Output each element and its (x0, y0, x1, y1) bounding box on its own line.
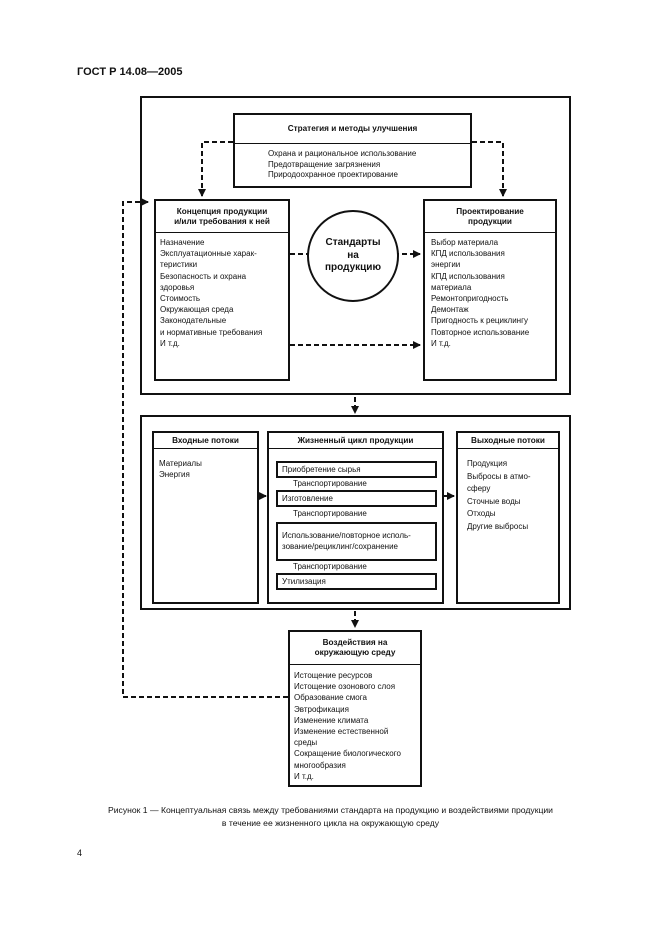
lifecycle-title: Жизненный цикл продукции (269, 433, 442, 449)
concept-items: Назначение Эксплуатационные харак- терис… (160, 237, 262, 349)
impact-item: И т.д. (294, 771, 314, 781)
concept-item: Эксплуатационные харак- (160, 249, 257, 259)
impact-item: Образование смога (294, 693, 367, 703)
concept-item: и нормативные требования (160, 327, 263, 337)
concept-title-line: и/или требования к ней (174, 216, 270, 226)
output-flows-title: Выходные потоки (458, 433, 558, 449)
design-box: Проектирование продукции Выбор материала… (423, 199, 557, 381)
stage-label-line: зование/рециклинг/сохранение (282, 542, 398, 551)
stage-label-line: Использование/повторное исполь- (282, 531, 411, 540)
design-item: КПД использования (431, 249, 505, 259)
strategy-item: Охрана и рациональное использование (268, 149, 417, 158)
impact-item: многообразия (294, 760, 346, 770)
design-item: Пригодность к рециклингу (431, 316, 529, 326)
standards-circle-line: продукцию (325, 262, 381, 274)
impact-item: Сокращение биологического (294, 749, 401, 759)
stage-label: Утилизация (282, 577, 326, 586)
standards-circle-line: на (347, 249, 359, 261)
impact-item: Истощение озонового слоя (294, 682, 396, 692)
standards-circle: Стандарты на продукцию (307, 210, 399, 302)
concept-item: Назначение (160, 238, 205, 247)
impact-items: Истощение ресурсов Истощение озонового с… (294, 670, 401, 782)
arrow-strategy-to-design (472, 141, 507, 197)
impact-item: Изменение климата (294, 715, 369, 725)
input-flow-item: Материалы (159, 459, 202, 468)
impact-item: Истощение ресурсов (294, 671, 373, 680)
impact-item: среды (294, 738, 318, 748)
output-flows-box: Выходные потоки Продукция Выбросы в атмо… (456, 431, 560, 604)
strategy-items: Охрана и рациональное использование Пред… (268, 149, 416, 181)
transport-label: Транспортирование (293, 479, 367, 488)
concept-box: Концепция продукции и/или требования к н… (154, 199, 290, 381)
strategy-title: Стратегия и методы улучшения (235, 115, 470, 144)
stage-label: Приобретение сырья (282, 465, 361, 474)
output-flow-item: Отходы (467, 509, 496, 519)
design-item: Повторное использование (431, 327, 530, 337)
design-item: энергии (431, 260, 461, 270)
concept-item: И т.д. (160, 338, 180, 348)
impact-title: Воздействия на окружающую среду (290, 632, 420, 665)
figure-caption: Рисунок 1 — Концептуальная связь между т… (60, 804, 601, 830)
impact-item: Изменение естественной (294, 727, 389, 737)
output-flow-item: Продукция (467, 459, 508, 468)
design-item: Выбор материала (431, 238, 499, 247)
output-flow-item: сферу (467, 484, 491, 494)
lifecycle-stage-use: Использование/повторное исполь- зование/… (276, 522, 437, 561)
concept-item: Стоимость (160, 294, 201, 304)
output-flows-items: Продукция Выбросы в атмо- сферу Сточные … (467, 458, 531, 534)
top-frame (140, 96, 571, 395)
impact-item: Эвтрофикация (294, 704, 349, 714)
stage-label: Изготовление (282, 494, 333, 503)
output-flow-item: Выбросы в атмо- (467, 471, 531, 481)
strategy-item: Предотвращение загрязнения (268, 159, 381, 169)
impact-box: Воздействия на окружающую среду Истощени… (288, 630, 422, 787)
arrow-feedback-loop (122, 198, 288, 698)
design-title-line: Проектирование (456, 206, 524, 216)
strategy-item: Природоохранное проектирование (268, 170, 398, 179)
concept-item: Безопасность и охрана (160, 271, 247, 281)
standard-code: ГОСТ Р 14.08—2005 (77, 66, 183, 78)
input-flows-title: Входные потоки (154, 433, 257, 449)
concept-title: Концепция продукции и/или требования к н… (156, 201, 288, 233)
transport-label: Транспортирование (293, 562, 367, 571)
strategy-box: Стратегия и методы улучшения Охрана и ра… (233, 113, 472, 188)
concept-item: теристики (160, 260, 198, 270)
impact-title-line: Воздействия на (322, 638, 388, 647)
design-item: КПД использования (431, 271, 505, 281)
lifecycle-stage-manufacturing: Изготовление (276, 490, 437, 507)
page-number: 4 (77, 848, 83, 858)
transport-label: Транспортирование (293, 509, 367, 518)
arrow-strategy-to-concept (198, 141, 233, 197)
lifecycle-frame (140, 415, 571, 610)
impact-title-line: окружающую среду (314, 648, 396, 657)
figure-caption-line: в течение ее жизненного цикла на окружаю… (221, 818, 440, 828)
input-flows-items: Материалы Энергия (159, 458, 202, 480)
design-title: Проектирование продукции (425, 201, 555, 233)
lifecycle-stage-disposal: Утилизация (276, 573, 437, 590)
design-item: И т.д. (431, 338, 451, 348)
concept-title-line: Концепция продукции (176, 206, 268, 216)
lifecycle-stage-raw-materials: Приобретение сырья (276, 461, 437, 478)
concept-item: Законодательные (160, 316, 227, 326)
figure-caption-line: Рисунок 1 — Концептуальная связь между т… (108, 805, 553, 815)
input-flows-box: Входные потоки Материалы Энергия (152, 431, 259, 604)
output-flow-item: Другие выбросы (467, 521, 529, 531)
output-flow-item: Сточные воды (467, 496, 521, 506)
design-item: материала (431, 282, 472, 292)
standards-circle-line: Стандарты (325, 237, 381, 249)
design-item: Демонтаж (431, 305, 469, 315)
design-item: Ремонтопригодность (431, 294, 509, 304)
stage-use-label: Использование/повторное исполь- зование/… (282, 530, 411, 552)
design-title-line: продукции (468, 216, 512, 226)
concept-item: Окружающая среда (160, 305, 234, 315)
concept-item: здоровья (160, 282, 195, 292)
design-items: Выбор материала КПД использования энерги… (431, 237, 529, 349)
input-flow-item: Энергия (159, 470, 190, 480)
